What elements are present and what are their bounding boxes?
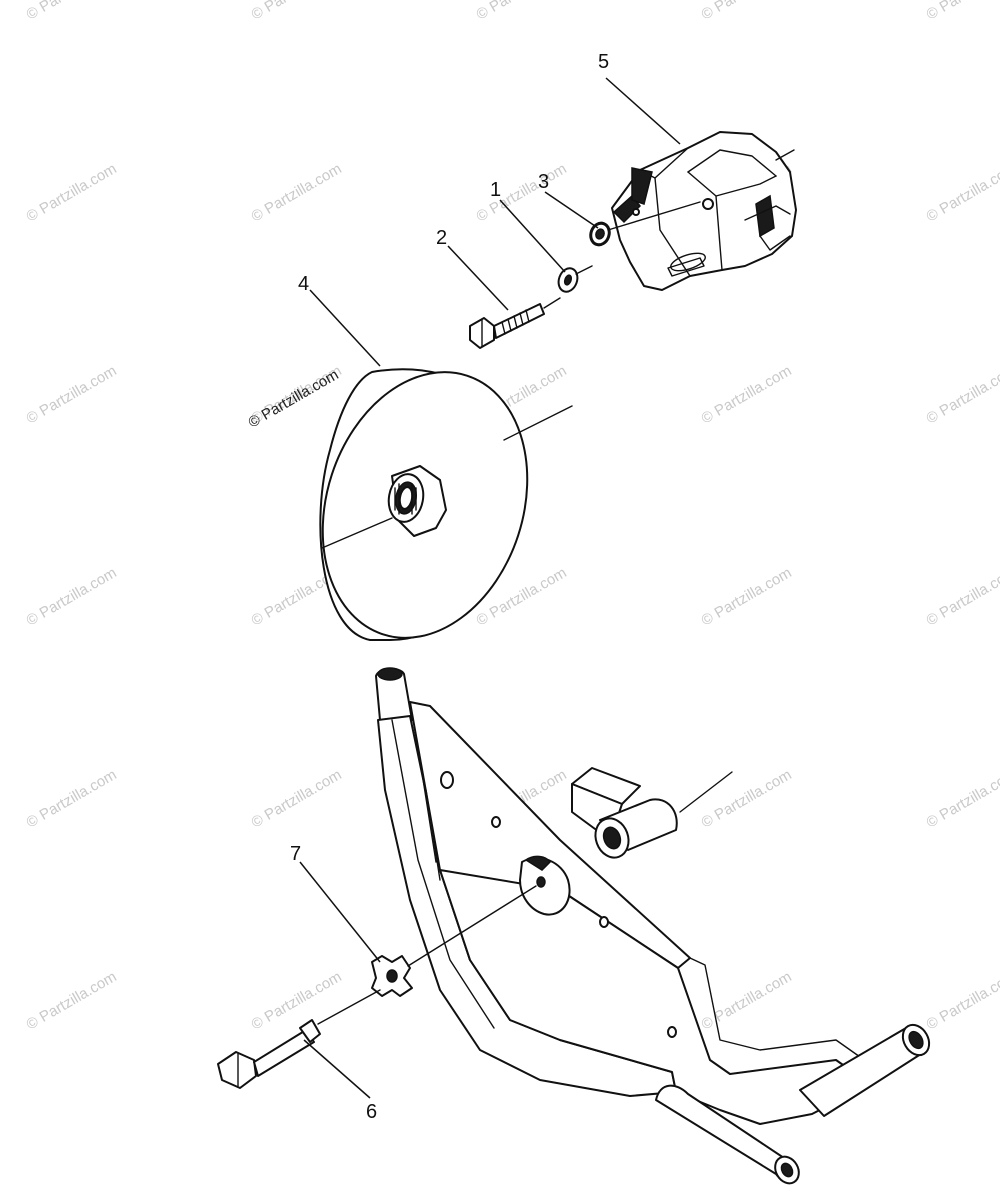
part-3-lock-washer: [589, 221, 611, 247]
watermark-text: © Partzilla.com: [924, 968, 1000, 1033]
watermark-dark: © Partzilla.com: [246, 366, 342, 431]
watermark-text: © Partzilla.com: [249, 160, 345, 225]
callout-4: 4: [298, 273, 309, 295]
watermark-text: © Partzilla.com: [24, 160, 120, 225]
axis-line: [407, 885, 537, 967]
axis-line: [575, 265, 593, 275]
frame-assembly: [375, 667, 931, 1185]
watermark-text: © Partzilla.com: [24, 766, 120, 831]
callout-7: 7: [290, 843, 301, 865]
part-6-shoulder-bolt: [217, 989, 381, 1089]
watermark-text: © Partzilla.com: [699, 0, 795, 23]
watermark-text: © Partzilla.com: [249, 0, 345, 23]
tensioner-bushing: [571, 767, 733, 859]
watermark-text: © Partzilla.com: [924, 766, 1000, 831]
watermark-text: © Partzilla.com: [249, 968, 345, 1033]
watermark-text: © Partzilla.com: [474, 0, 570, 23]
callout-5: 5: [598, 51, 609, 73]
axis-line: [607, 201, 701, 231]
watermark-text: © Partzilla.com: [24, 0, 120, 23]
watermark-text: © Partzilla.com: [699, 564, 795, 629]
watermark-text: © Partzilla.com: [474, 160, 570, 225]
watermark-text: © Partzilla.com: [924, 362, 1000, 427]
callout-1: 1: [490, 179, 501, 201]
part-7-star-washer: [371, 955, 413, 997]
watermark-text: © Partzilla.com: [924, 0, 1000, 23]
part-4-sheave: [319, 368, 573, 641]
watermark-text: © Partzilla.com: [699, 968, 795, 1033]
watermark-text: © Partzilla.com: [699, 362, 795, 427]
watermark-text: © Partzilla.com: [24, 362, 120, 427]
callout-6: 6: [366, 1101, 377, 1123]
leader-lines: [299, 77, 681, 1099]
watermark-text: © Partzilla.com: [249, 766, 345, 831]
watermark-text: © Partzilla.com: [24, 564, 120, 629]
part-5-housing: [611, 131, 797, 291]
callout-3: 3: [538, 171, 549, 193]
part-1-washer: [557, 267, 579, 293]
callout-2: 2: [436, 227, 447, 249]
watermark-text: © Partzilla.com: [24, 968, 120, 1033]
watermark-text: © Partzilla.com: [699, 766, 795, 831]
part-2-bolt: [469, 297, 561, 349]
watermark-text: © Partzilla.com: [924, 160, 1000, 225]
watermark-text: © Partzilla.com: [924, 564, 1000, 629]
callouts: 5 1 3 2 4 7 6: [290, 51, 609, 1123]
